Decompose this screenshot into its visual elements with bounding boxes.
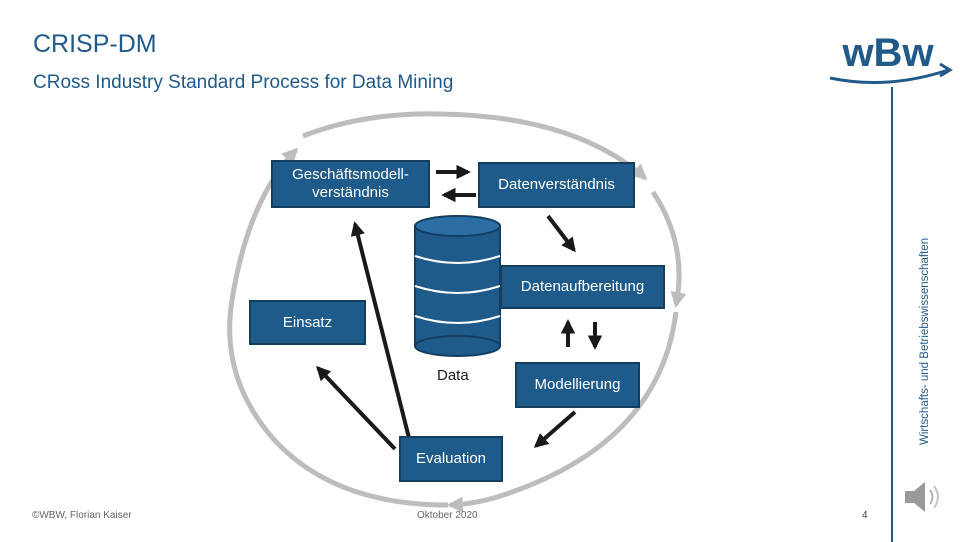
deployment-box: Einsatz [249,300,366,345]
business-understanding-label-line2: verständnis [312,184,389,201]
footer-author: ©WBW, Florian Kaiser [32,510,132,521]
data-preparation-box: Datenaufbereitung [500,265,665,309]
deployment-label: Einsatz [282,313,333,331]
modeling-label: Modellierung [534,376,621,393]
business-understanding-label-line1: Geschäftsmodell- [292,166,409,183]
speaker-icon[interactable] [900,474,946,520]
slide-subtitle: CRoss Industry Standard Process for Data… [33,72,454,93]
wbw-logo: wBw [829,31,953,84]
data-preparation-label: Datenaufbereitung [520,278,645,295]
data-understanding-box: Datenverständnis [478,162,635,208]
business-understanding-box: Geschäftsmodell- verständnis [271,160,430,208]
database-icon [414,215,501,357]
data-label: Data [437,367,469,384]
slide-title: CRISP-DM [33,30,157,58]
footer-date: Oktober 2020 [417,510,478,521]
data-understanding-label: Datenverständnis [498,176,615,193]
header-divider [891,87,893,542]
evaluation-box: Evaluation [399,436,503,482]
footer-page-number: 4 [862,510,868,521]
modeling-box: Modellierung [515,362,640,408]
logo-text: wBw [841,31,934,75]
evaluation-label: Evaluation [415,450,487,467]
flow-arrows [316,164,603,451]
process-cycle [227,111,687,513]
